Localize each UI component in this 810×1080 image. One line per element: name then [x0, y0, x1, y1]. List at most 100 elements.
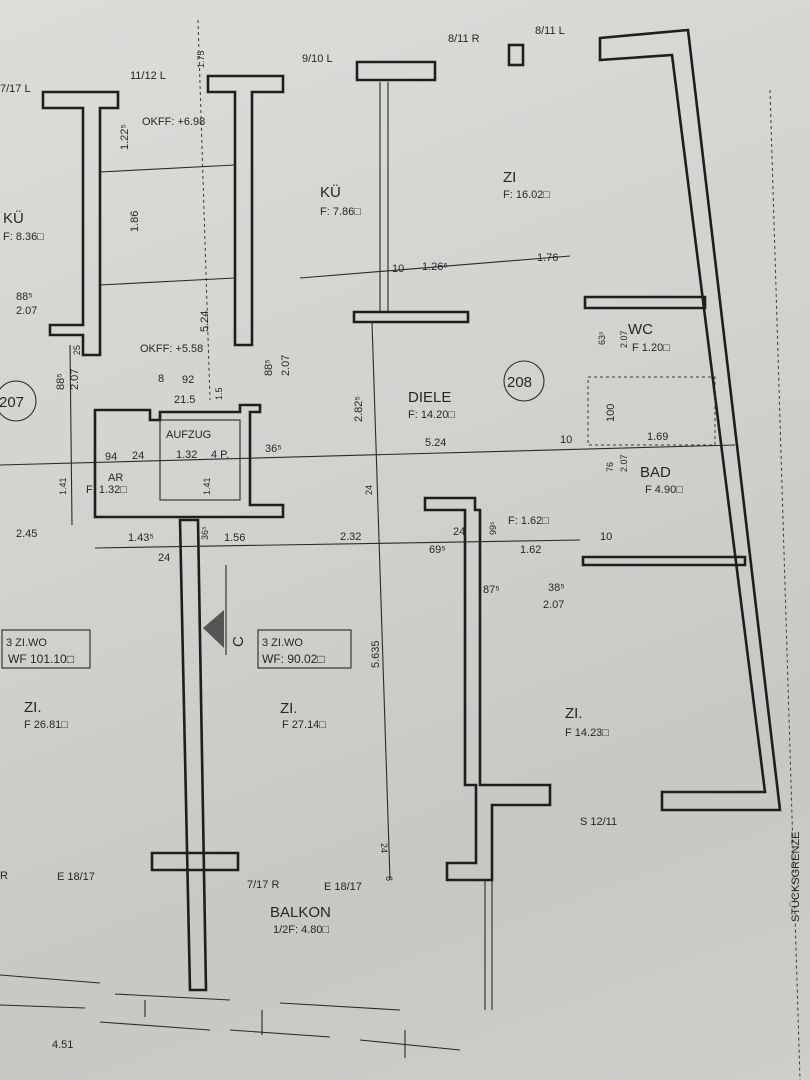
dimension-label: 10: [560, 434, 572, 446]
room-area: F 27.14□: [282, 719, 326, 731]
dimension-label: 1.22⁵: [119, 124, 131, 150]
dimension-label: 24: [364, 485, 374, 495]
dimension-label: 24: [453, 526, 465, 538]
elevator-shaft: [159, 419, 241, 501]
wall-diele-top: [352, 310, 470, 324]
plan-labels: 7/17 L 11/12 L 1.75 9/10 L 8/11 R 8/11 L…: [0, 25, 802, 1051]
dimension-label: 36⁵: [265, 443, 282, 455]
dimension-label: 1.56: [224, 532, 245, 544]
dimension-label: 24: [158, 552, 170, 564]
dimension-label: 2.07: [619, 330, 629, 348]
dimension-label: 92: [182, 374, 194, 386]
dimension-label: 2.07: [16, 305, 37, 317]
room-area: F: 8.36□: [3, 231, 44, 243]
dimension-label: 24: [132, 450, 144, 462]
dimension-label: 88⁵: [16, 291, 33, 303]
dimension-label: 6: [384, 876, 394, 881]
elevator-capacity: 4 P.: [211, 449, 229, 461]
wall-wc-top: [583, 295, 707, 310]
unit-number-207: 207: [0, 394, 24, 411]
room-label: BALKON: [270, 904, 331, 921]
dim-line-horizontal-1: [0, 444, 736, 466]
room-label: ZI.: [280, 700, 298, 717]
window-label: R: [0, 870, 8, 882]
room-label: ZI.: [24, 699, 42, 716]
wall-left-t: [41, 90, 120, 357]
dimension-label: 1.86: [129, 211, 141, 232]
room-label: DIELE: [408, 389, 451, 406]
balcony-line-1: [0, 974, 401, 1011]
wall-bath-dashed: [587, 376, 716, 446]
room-label: AR: [108, 472, 123, 484]
dimension-label: 21.5: [174, 394, 195, 406]
window-label: E 18/17: [324, 881, 362, 893]
dimension-label: 1.41: [202, 477, 212, 495]
wall-middle-t: [206, 74, 285, 347]
line-balcony-rail: [484, 880, 493, 1010]
balcony-line-2: [0, 1004, 461, 1051]
unit-number-208: 208: [507, 374, 532, 391]
partition-kitchen: [379, 82, 389, 312]
window-label: 7/17 L: [0, 83, 31, 95]
dimension-label: 100: [605, 404, 617, 422]
dim-line-vertical-2: [69, 344, 73, 526]
dimension-label: 94: [105, 451, 117, 463]
dimension-label: 10: [392, 263, 404, 275]
wall-cross: [150, 851, 240, 872]
dimension-label: 2.07: [619, 454, 629, 472]
dimension-label: 2.07: [543, 599, 564, 611]
dimension-label: 5.24: [199, 311, 211, 332]
room-area: F: 16.02□: [503, 189, 550, 201]
dimension-label: 8: [158, 373, 164, 385]
dimension-label: 1.26⁵: [422, 261, 448, 273]
dim-line-horizontal-3: [299, 255, 571, 279]
dimension-label: 88⁵: [55, 373, 67, 390]
wall-pillar: [507, 43, 525, 67]
dimension-label: 1.62: [520, 544, 541, 556]
elevator-size: 1.32: [176, 449, 197, 461]
apartment-area: WF: 90.02□: [262, 652, 325, 666]
dimension-label: 4.51: [52, 1039, 73, 1051]
window-label: S 12/11: [580, 816, 617, 828]
room-area: F 4.90□: [645, 484, 683, 496]
window-label: 9/10 L: [302, 53, 333, 65]
property-line-label: STÜCKSGRENZE: [790, 832, 802, 922]
dimension-label: 1.43⁵: [128, 532, 154, 544]
window-label: E 18/17: [57, 871, 95, 883]
room-label: KÜ: [3, 209, 24, 227]
dimension-label: 69⁵: [429, 544, 446, 556]
room-area: F: 7.86□: [320, 206, 361, 218]
wall-elevator-core: [93, 403, 285, 519]
unit-207-circle: [0, 380, 37, 422]
dimension-label: 2.32: [340, 531, 361, 543]
room-area: F: 14.20□: [408, 409, 455, 421]
room-label: WC: [628, 321, 653, 338]
dim-line-horizontal-2: [94, 539, 581, 549]
dimension-label: 87⁵: [483, 584, 500, 596]
level-label: OKFF: +5.58: [140, 343, 203, 355]
dimension-label: 36⁵: [200, 526, 210, 540]
dimension-label: 5.24: [425, 437, 446, 449]
wall-bad-bottom: [581, 555, 747, 567]
room-area: 1/2F: 4.80□: [273, 924, 330, 936]
window-label: 8/11 R: [448, 33, 480, 45]
room-area: F: 1.32□: [86, 484, 127, 496]
dimension-label: 88⁵: [263, 359, 275, 376]
apartment-type: 3 ZI.WO: [262, 637, 303, 649]
dimension-label: 76: [605, 462, 615, 472]
room-label: ZI.: [565, 705, 583, 722]
dimension-label: 1.5: [214, 387, 224, 400]
dimension-lines: [0, 19, 801, 1080]
dim-line-kitchen-1: [99, 164, 236, 173]
room-area: F 26.81□: [24, 719, 68, 731]
section-marker-label: C: [230, 636, 247, 647]
dimension-label: 2.07: [69, 369, 81, 390]
dimension-label: 38⁵: [548, 582, 565, 594]
apartment-area: WF 101.10□: [8, 652, 74, 666]
walls: [41, 28, 782, 1010]
wall-central-vertical: [178, 518, 208, 992]
window-label: 7/17 R: [247, 879, 279, 891]
unit-208-circle: [503, 360, 545, 402]
